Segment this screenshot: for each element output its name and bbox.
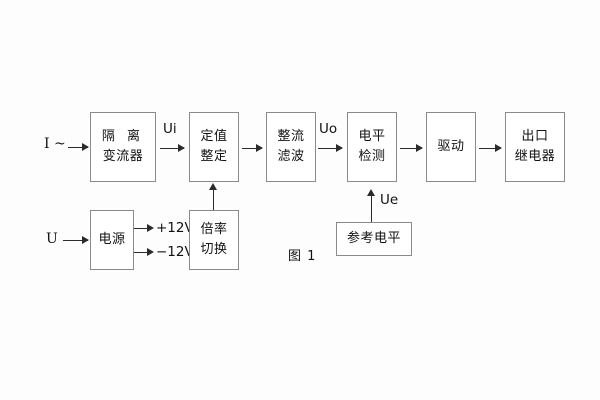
- connector-setting-to-rectify: [242, 148, 262, 149]
- arrowhead-current-input: [82, 143, 89, 151]
- block-output-relay[interactable]: 出口 继电器: [505, 112, 565, 182]
- connector-rail-positive: [134, 228, 152, 229]
- block-reference-level[interactable]: 参考电平: [336, 222, 412, 256]
- arrowhead-multiplier-to-setting: [209, 183, 217, 190]
- block-rectify-filter-line1: 整流: [277, 128, 305, 144]
- block-multiplier-switch-line1: 倍率: [200, 221, 228, 237]
- arrowhead-setting-to-rectify: [256, 144, 263, 152]
- input-voltage-label: U: [46, 231, 58, 247]
- block-level-detect-line2: 检测: [358, 149, 386, 164]
- connector-level-to-drive: [400, 148, 422, 149]
- connector-ue: [371, 195, 372, 222]
- block-isolation-ct-line1: 隔 离: [101, 128, 145, 144]
- block-rectify-filter-line2: 滤波: [277, 149, 305, 164]
- arrowhead-uo: [336, 144, 343, 152]
- block-output-relay-line1: 出口: [521, 128, 549, 144]
- block-reference-level-line1: 参考电平: [346, 230, 401, 246]
- arrowhead-level-to-drive: [416, 144, 423, 152]
- figure-caption: 图 1: [288, 249, 317, 264]
- rail-negative-label: −12V: [156, 244, 194, 260]
- rail-positive-label: +12V: [156, 220, 194, 236]
- connector-uo: [318, 148, 342, 149]
- connector-current-input: [68, 147, 88, 148]
- block-drive-line1: 驱动: [437, 138, 465, 154]
- arrowhead-ue: [367, 189, 375, 196]
- block-multiplier-switch-line2: 切换: [200, 242, 228, 257]
- connector-drive-to-relay: [479, 148, 501, 149]
- connector-ui: [160, 148, 184, 149]
- connector-multiplier-to-setting: [213, 189, 214, 210]
- signal-uo-label: Uo: [319, 121, 338, 137]
- block-multiplier-switch[interactable]: 倍率 切换: [189, 210, 239, 270]
- signal-ui-label: Ui: [163, 121, 177, 137]
- block-rectify-filter[interactable]: 整流 滤波: [266, 112, 316, 182]
- connector-voltage-input: [63, 240, 88, 241]
- input-current-label: I ~: [44, 136, 66, 152]
- block-output-relay-line2: 继电器: [514, 149, 556, 164]
- arrowhead-ui: [178, 144, 185, 152]
- block-setting-line1: 定值: [200, 128, 228, 144]
- arrowhead-drive-to-relay: [495, 144, 502, 152]
- block-isolation-ct-line2: 变流器: [102, 149, 144, 164]
- block-level-detect-line1: 电平: [358, 128, 386, 144]
- block-power-supply[interactable]: 电源: [90, 210, 134, 270]
- arrowhead-voltage-input: [82, 236, 89, 244]
- block-drive[interactable]: 驱动: [426, 112, 476, 182]
- arrowhead-rail-positive: [147, 224, 154, 232]
- block-isolation-ct[interactable]: 隔 离 变流器: [90, 112, 156, 182]
- block-level-detect[interactable]: 电平 检测: [347, 112, 397, 182]
- block-power-supply-line1: 电源: [98, 231, 126, 247]
- block-setting[interactable]: 定值 整定: [189, 112, 239, 182]
- arrowhead-rail-negative: [147, 248, 154, 256]
- connector-rail-negative: [134, 252, 152, 253]
- signal-ue-label: Ue: [380, 192, 399, 208]
- block-setting-line2: 整定: [200, 149, 228, 164]
